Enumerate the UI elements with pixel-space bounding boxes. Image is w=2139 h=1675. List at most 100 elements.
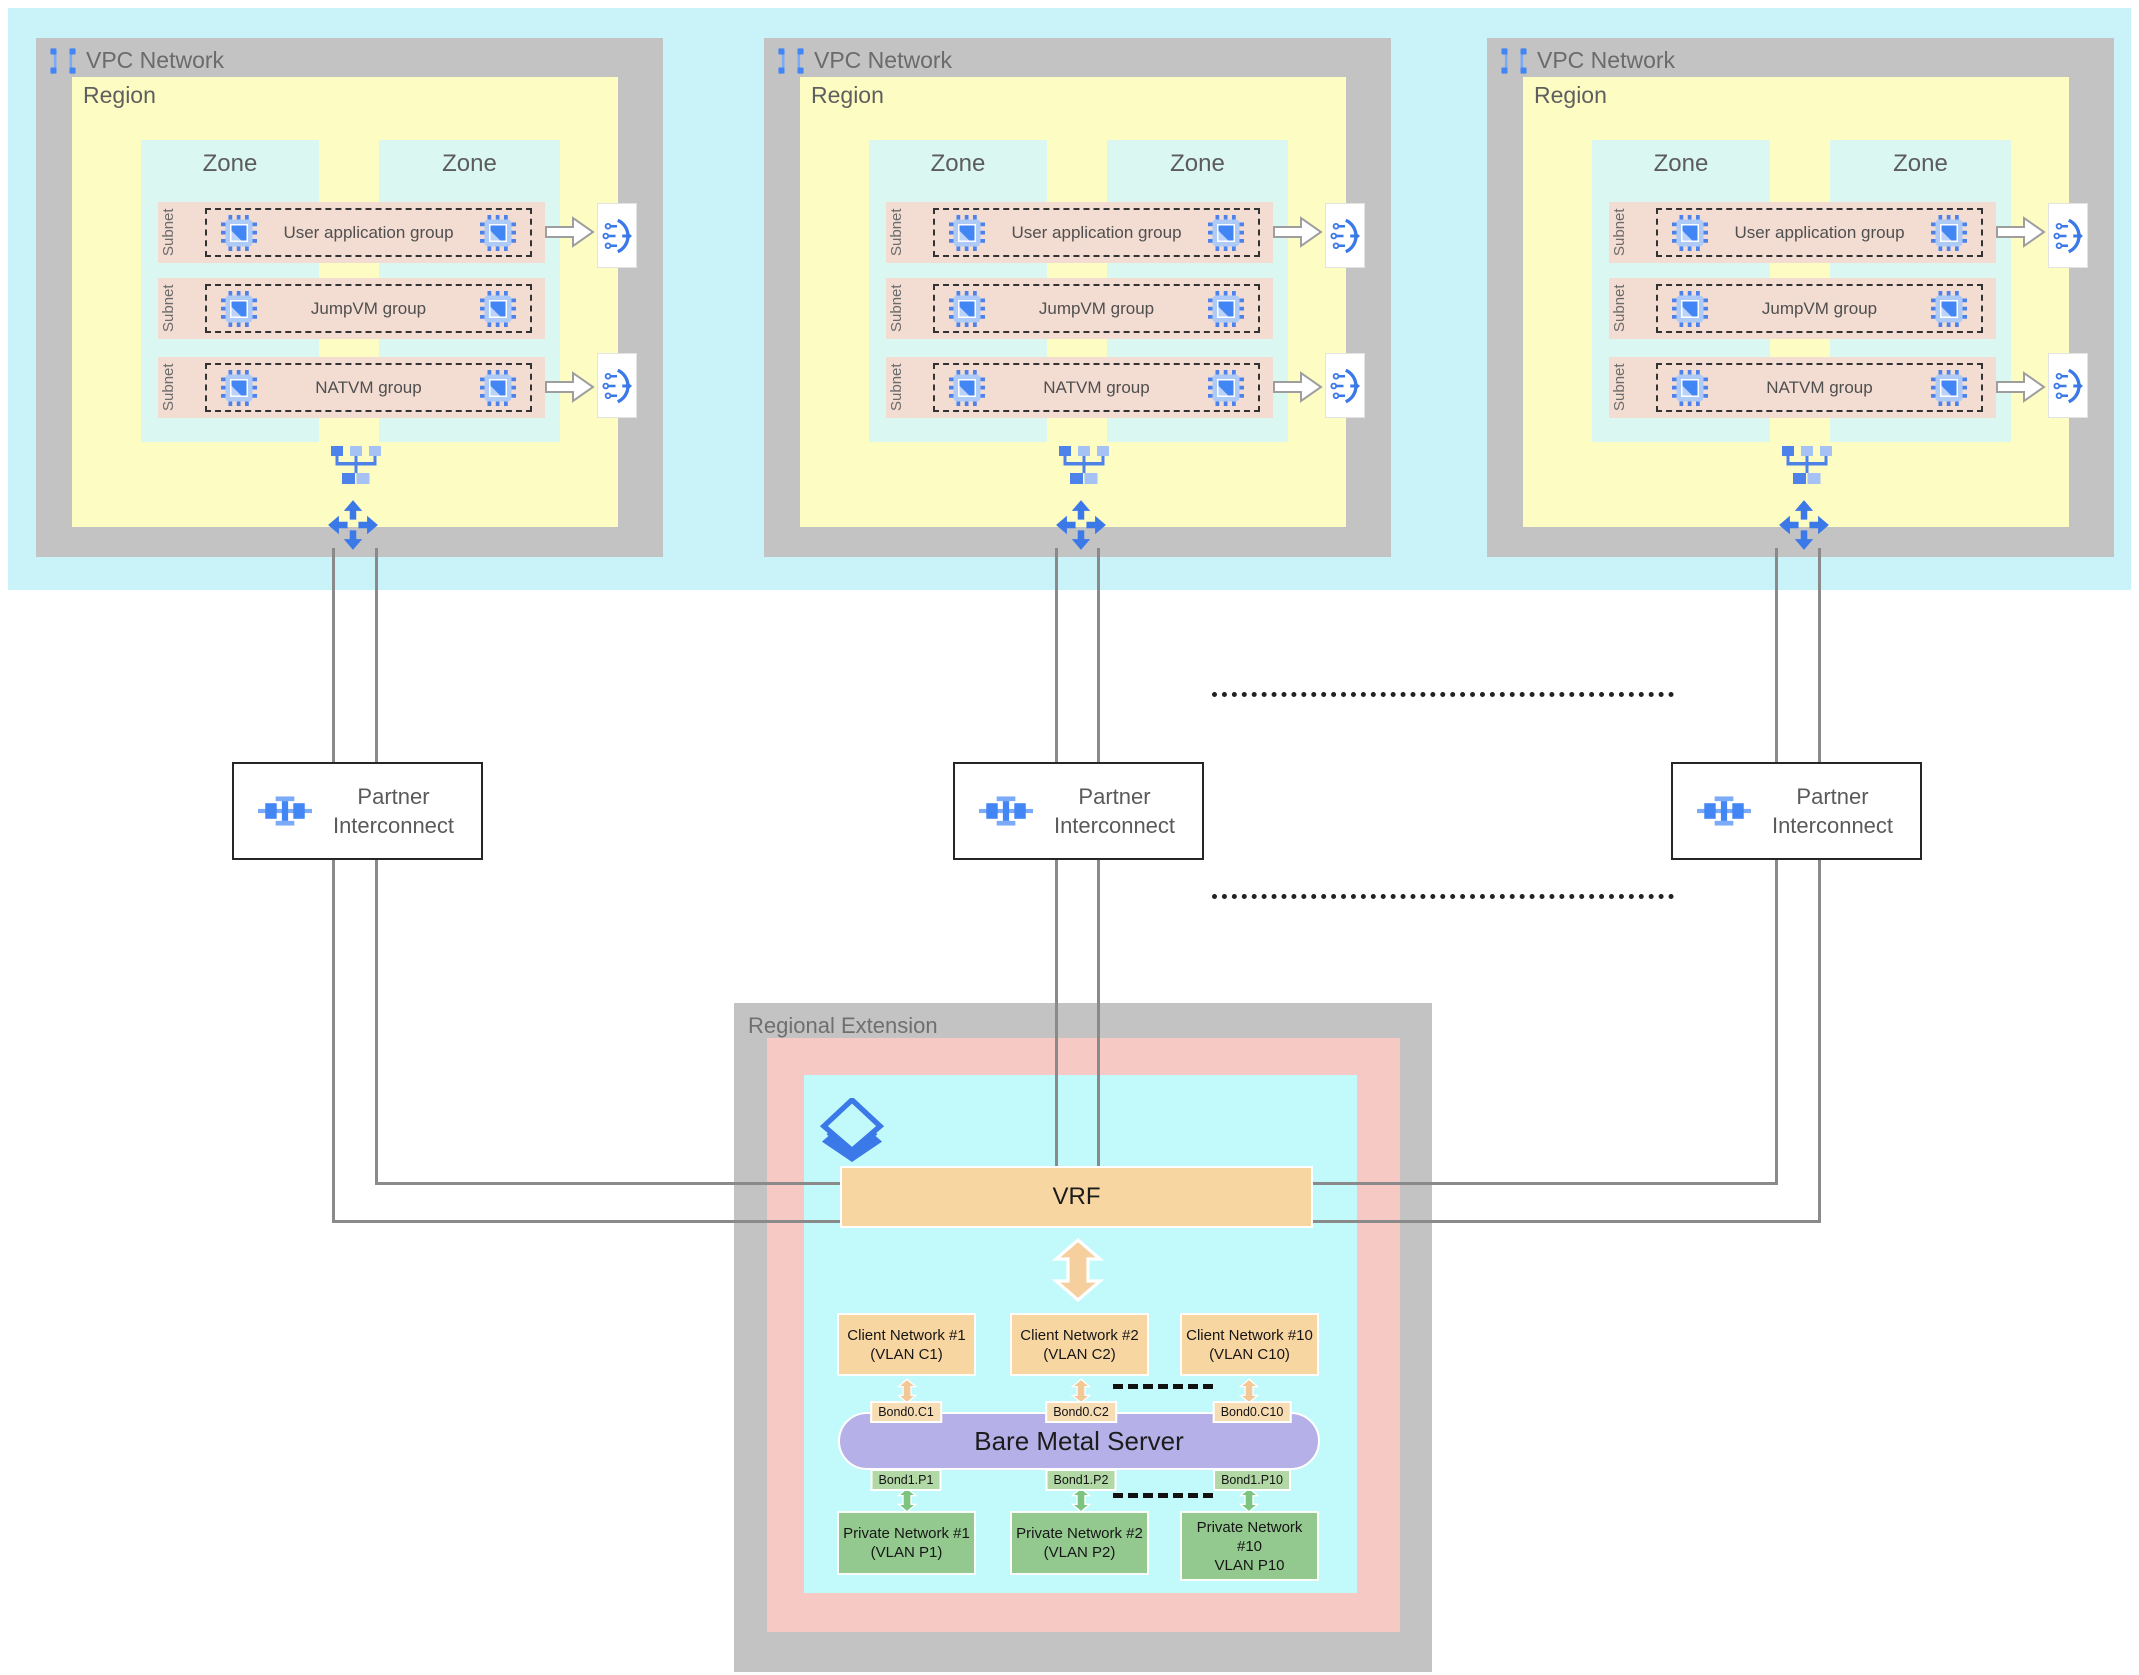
routes-icon bbox=[327, 499, 379, 551]
bond-label: Bond0.C1 bbox=[870, 1401, 942, 1423]
routes-icon bbox=[1778, 499, 1830, 551]
partner-interconnect-box: Partner Interconnect bbox=[232, 762, 483, 860]
connector-line bbox=[375, 860, 378, 1185]
partner-interconnect-label: Partner Interconnect bbox=[332, 784, 455, 838]
instance-group-box: JumpVM group bbox=[1656, 284, 1983, 333]
extension-inner-pink-box: VRF Client Network #1 (VLAN C1) Client N… bbox=[767, 1038, 1400, 1632]
private-network-box: Private Network #10 VLAN P10 bbox=[1180, 1511, 1319, 1581]
load-balancer-icon bbox=[2053, 363, 2083, 409]
regional-extension-label: Regional Extension bbox=[748, 1013, 938, 1038]
flow-arrow-icon bbox=[1273, 370, 1323, 404]
subnet-label: Subnet bbox=[1611, 363, 1628, 412]
group-label: User application group bbox=[1011, 222, 1182, 242]
instance-group-box: User application group bbox=[205, 208, 532, 257]
vpc-network-block-1: VPC Network Region Zone Zone Subnet User… bbox=[36, 38, 663, 557]
load-balancer-icon bbox=[1330, 363, 1360, 409]
client-network-name: Client Network #1 bbox=[847, 1326, 966, 1344]
vrf-box: VRF bbox=[840, 1166, 1313, 1228]
load-balancer-icon bbox=[602, 363, 632, 409]
subnet-label: Subnet bbox=[160, 284, 177, 333]
partner-interconnect-icon bbox=[979, 789, 1033, 833]
diamond-stack-icon bbox=[818, 1098, 886, 1162]
client-network-box: Client Network #1 (VLAN C1) bbox=[837, 1313, 976, 1376]
zone-label: Zone bbox=[930, 150, 986, 177]
connector-line bbox=[332, 548, 335, 762]
private-network-vlan: VLAN P10 bbox=[1214, 1556, 1285, 1574]
vpc-header: VPC Network bbox=[50, 47, 224, 74]
group-label: NATVM group bbox=[315, 377, 422, 397]
subnet-row: Subnet NATVM group bbox=[158, 357, 545, 418]
region-label: Region bbox=[83, 82, 156, 108]
connector-line bbox=[1818, 860, 1821, 1223]
ellipsis-dots bbox=[1212, 692, 1674, 697]
compute-engine-icon bbox=[1672, 291, 1708, 327]
zone-label: Zone bbox=[442, 150, 497, 177]
client-network-name: Client Network #2 bbox=[1020, 1326, 1139, 1344]
connector-line bbox=[1775, 548, 1778, 762]
compute-engine-icon bbox=[480, 215, 516, 251]
compute-engine-icon bbox=[221, 291, 257, 327]
compute-engine-icon bbox=[1208, 370, 1244, 406]
ellipsis-dots bbox=[1113, 1493, 1213, 1498]
connector-line bbox=[375, 548, 378, 762]
subnet-label: Subnet bbox=[1611, 284, 1628, 333]
flow-arrow-icon bbox=[1273, 215, 1323, 249]
instance-group-box: NATVM group bbox=[1656, 363, 1983, 412]
connector-line bbox=[1313, 1220, 1821, 1223]
instance-group-box: User application group bbox=[933, 208, 1260, 257]
load-balancer-box bbox=[2048, 203, 2088, 268]
private-network-box: Private Network #2 (VLAN P2) bbox=[1010, 1511, 1149, 1575]
client-network-name: Client Network #10 bbox=[1186, 1326, 1313, 1344]
extension-inner-cyan-box: VRF Client Network #1 (VLAN C1) Client N… bbox=[804, 1075, 1357, 1593]
bond-label: Bond1.P10 bbox=[1213, 1469, 1291, 1491]
region-label: Region bbox=[811, 82, 884, 108]
vpc-network-label: VPC Network bbox=[86, 47, 225, 73]
load-balancer-box bbox=[1325, 353, 1365, 418]
connector-line bbox=[1775, 860, 1778, 1185]
partner-interconnect-icon bbox=[258, 789, 312, 833]
compute-engine-icon bbox=[1931, 215, 1967, 251]
subnet-row: Subnet NATVM group bbox=[886, 357, 1273, 418]
subnet-row: Subnet JumpVM group bbox=[886, 278, 1273, 339]
vpc-network-block-2: VPC Network Region Zone Zone Subnet User… bbox=[764, 38, 1391, 557]
subnet-row: Subnet NATVM group bbox=[1609, 357, 1996, 418]
network-icon bbox=[330, 446, 382, 484]
private-network-name: Private Network #10 bbox=[1196, 1518, 1303, 1555]
subnet-label: Subnet bbox=[888, 363, 905, 412]
compute-engine-icon bbox=[480, 291, 516, 327]
compute-engine-icon bbox=[1672, 370, 1708, 406]
partner-interconnect-label: Partner Interconnect bbox=[1771, 784, 1894, 838]
ellipsis-dots bbox=[1212, 894, 1674, 899]
compute-engine-icon bbox=[221, 215, 257, 251]
subnet-label: Subnet bbox=[1611, 208, 1628, 257]
compute-engine-icon bbox=[480, 370, 516, 406]
vpc-network-label: VPC Network bbox=[1537, 47, 1676, 73]
subnet-label: Subnet bbox=[888, 284, 905, 333]
compute-engine-icon bbox=[1208, 215, 1244, 251]
compute-engine-icon bbox=[949, 370, 985, 406]
load-balancer-icon bbox=[602, 213, 632, 259]
vpc-network-icon bbox=[1501, 48, 1527, 74]
connector-line bbox=[1097, 860, 1100, 1166]
load-balancer-box bbox=[597, 353, 637, 418]
group-label: JumpVM group bbox=[1038, 298, 1155, 318]
client-network-box: Client Network #2 (VLAN C2) bbox=[1010, 1313, 1149, 1376]
load-balancer-box bbox=[1325, 203, 1365, 268]
subnet-row: Subnet JumpVM group bbox=[1609, 278, 1996, 339]
subnet-label: Subnet bbox=[160, 208, 177, 257]
routes-icon bbox=[1055, 499, 1107, 551]
network-icon bbox=[1058, 446, 1110, 484]
regional-extension-box: Regional Extension VRF Client Network #1… bbox=[734, 1003, 1432, 1672]
instance-group-box: NATVM group bbox=[933, 363, 1260, 412]
compute-engine-icon bbox=[949, 215, 985, 251]
compute-engine-icon bbox=[949, 291, 985, 327]
region-label: Region bbox=[1534, 82, 1607, 108]
connector-line bbox=[375, 1182, 840, 1185]
subnet-label: Subnet bbox=[160, 363, 177, 412]
instance-group-box: JumpVM group bbox=[205, 284, 532, 333]
zone-label: Zone bbox=[1893, 150, 1948, 177]
private-network-name: Private Network #1 bbox=[843, 1525, 970, 1542]
partner-interconnect-box: Partner Interconnect bbox=[1671, 762, 1922, 860]
bond-label: Bond1.P2 bbox=[1045, 1469, 1117, 1491]
vpc-header: VPC Network bbox=[1501, 47, 1675, 74]
